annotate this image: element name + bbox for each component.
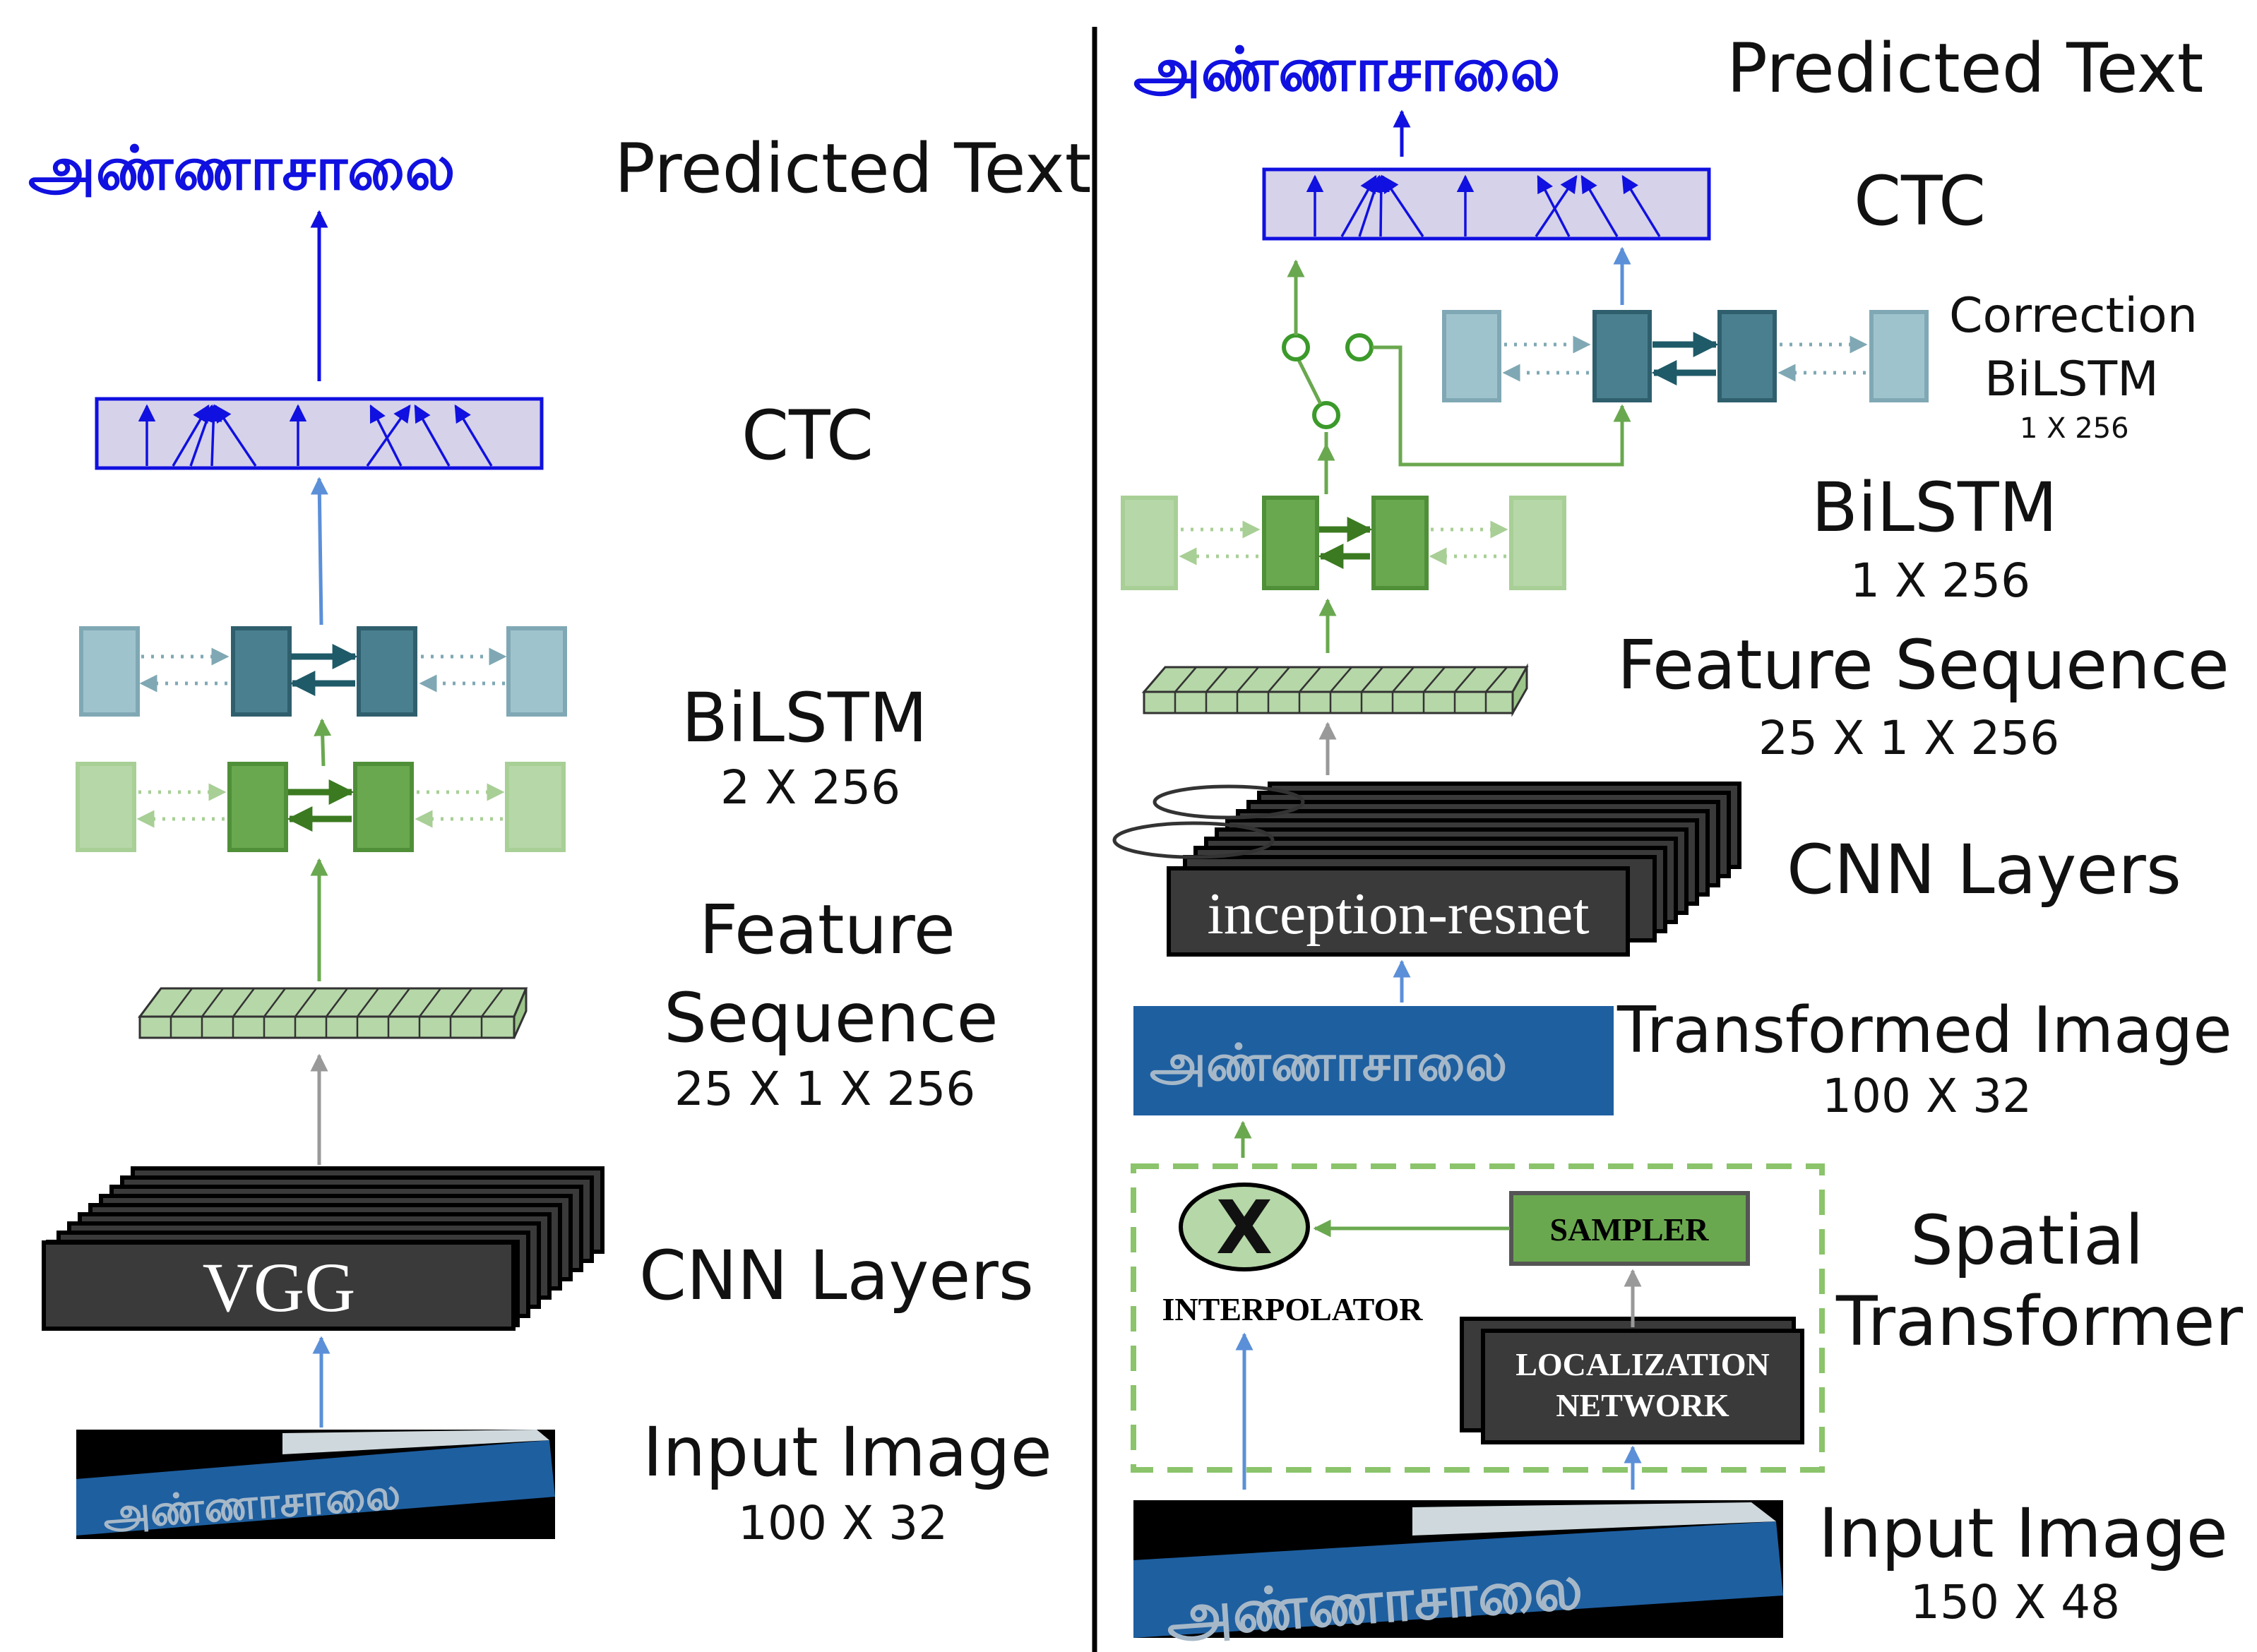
right-sampler-box bbox=[1509, 1191, 1750, 1266]
right-correction-dims: 1 X 256 bbox=[2020, 412, 2129, 445]
right-input-dims: 150 X 48 bbox=[1910, 1575, 2120, 1629]
left-cnn-label: CNN Layers bbox=[639, 1236, 1034, 1315]
right-localization-network bbox=[1460, 1317, 1804, 1444]
left-predicted-label: Predicted Text bbox=[614, 129, 1091, 208]
right-input-image bbox=[1133, 1500, 1783, 1638]
right-bilstm-label: BiLSTM bbox=[1811, 468, 2057, 547]
right-feature-dims: 25 X 1 X 256 bbox=[1758, 711, 2059, 765]
right-interpolator-symbol: X bbox=[1216, 1185, 1273, 1271]
right-transformed-dims: 100 X 32 bbox=[1822, 1069, 2032, 1123]
left-panel: அண்ணாசாலை Predicted Text CTC bbox=[28, 129, 1091, 1550]
left-cnn-stack bbox=[42, 1166, 605, 1331]
right-feature-sequence bbox=[1141, 663, 1529, 717]
right-switch bbox=[1282, 259, 1631, 480]
right-predicted-word: அண்ணாசாலை bbox=[1133, 35, 1561, 105]
right-predicted-label: Predicted Text bbox=[1727, 29, 2203, 108]
left-feature-sequence bbox=[138, 987, 528, 1039]
right-correction-label-2: BiLSTM bbox=[1984, 352, 2159, 407]
right-spatial-label-2: Transformer bbox=[1835, 1282, 2244, 1361]
right-cnn-label: CNN Layers bbox=[1787, 830, 2181, 909]
right-transformed-word: அண்ணாசாலை bbox=[1150, 1033, 1507, 1092]
left-arrow-bilstm-to-ctc bbox=[310, 477, 328, 626]
right-ctc-block bbox=[1262, 167, 1711, 241]
left-cnn-name: VGG bbox=[203, 1248, 356, 1327]
right-transformed-label: Transformed Image bbox=[1616, 993, 2232, 1067]
right-ctc-label: CTC bbox=[1854, 162, 1986, 241]
right-transformed-image bbox=[1133, 1006, 1614, 1115]
right-panel: அண்ணாசாலை Predicted Text CTC bbox=[1112, 29, 2244, 1651]
right-correction-label-1: Correction bbox=[1949, 288, 2198, 344]
left-bilstm-label: BiLSTM bbox=[681, 678, 927, 758]
left-bilstm-top-row bbox=[79, 626, 567, 717]
right-feature-label: Feature Sequence bbox=[1617, 626, 2229, 705]
right-cnn-stack bbox=[1112, 782, 1741, 957]
right-bilstm-row bbox=[1121, 496, 1566, 590]
right-localization-label-1: LOCALIZATION bbox=[1515, 1346, 1770, 1382]
left-feature-dims: 25 X 1 X 256 bbox=[674, 1062, 975, 1116]
left-predicted-word: அண்ணாசாலை bbox=[28, 133, 455, 204]
right-input-label: Input Image bbox=[1818, 1494, 2228, 1573]
right-correction-bilstm-row bbox=[1442, 310, 1929, 402]
right-spatial-label-1: Spatial bbox=[1910, 1201, 2144, 1280]
right-cnn-name: inception-resnet bbox=[1207, 881, 1589, 947]
right-interpolator bbox=[1179, 1183, 1310, 1271]
left-ctc-label: CTC bbox=[742, 396, 874, 475]
left-feature-label-2: Sequence bbox=[664, 978, 999, 1058]
right-bilstm-dims: 1 X 256 bbox=[1850, 553, 2030, 608]
left-input-label: Input Image bbox=[643, 1413, 1052, 1492]
left-feature-label-1: Feature bbox=[699, 890, 955, 969]
right-spatial-transformer-box bbox=[1131, 1163, 1825, 1473]
right-interpolator-label: INTERPOLATOR bbox=[1162, 1291, 1424, 1327]
left-input-image bbox=[76, 1430, 555, 1539]
left-bilstm-bottom-row bbox=[76, 762, 566, 852]
left-arrow-bilstm-green-to-teal bbox=[314, 718, 332, 767]
left-ctc-block bbox=[95, 397, 544, 470]
left-bilstm-dims: 2 X 256 bbox=[720, 760, 900, 815]
right-localization-label-2: NETWORK bbox=[1556, 1387, 1729, 1423]
left-input-dims: 100 X 32 bbox=[738, 1496, 948, 1550]
right-sampler-label: SAMPLER bbox=[1550, 1211, 1710, 1247]
